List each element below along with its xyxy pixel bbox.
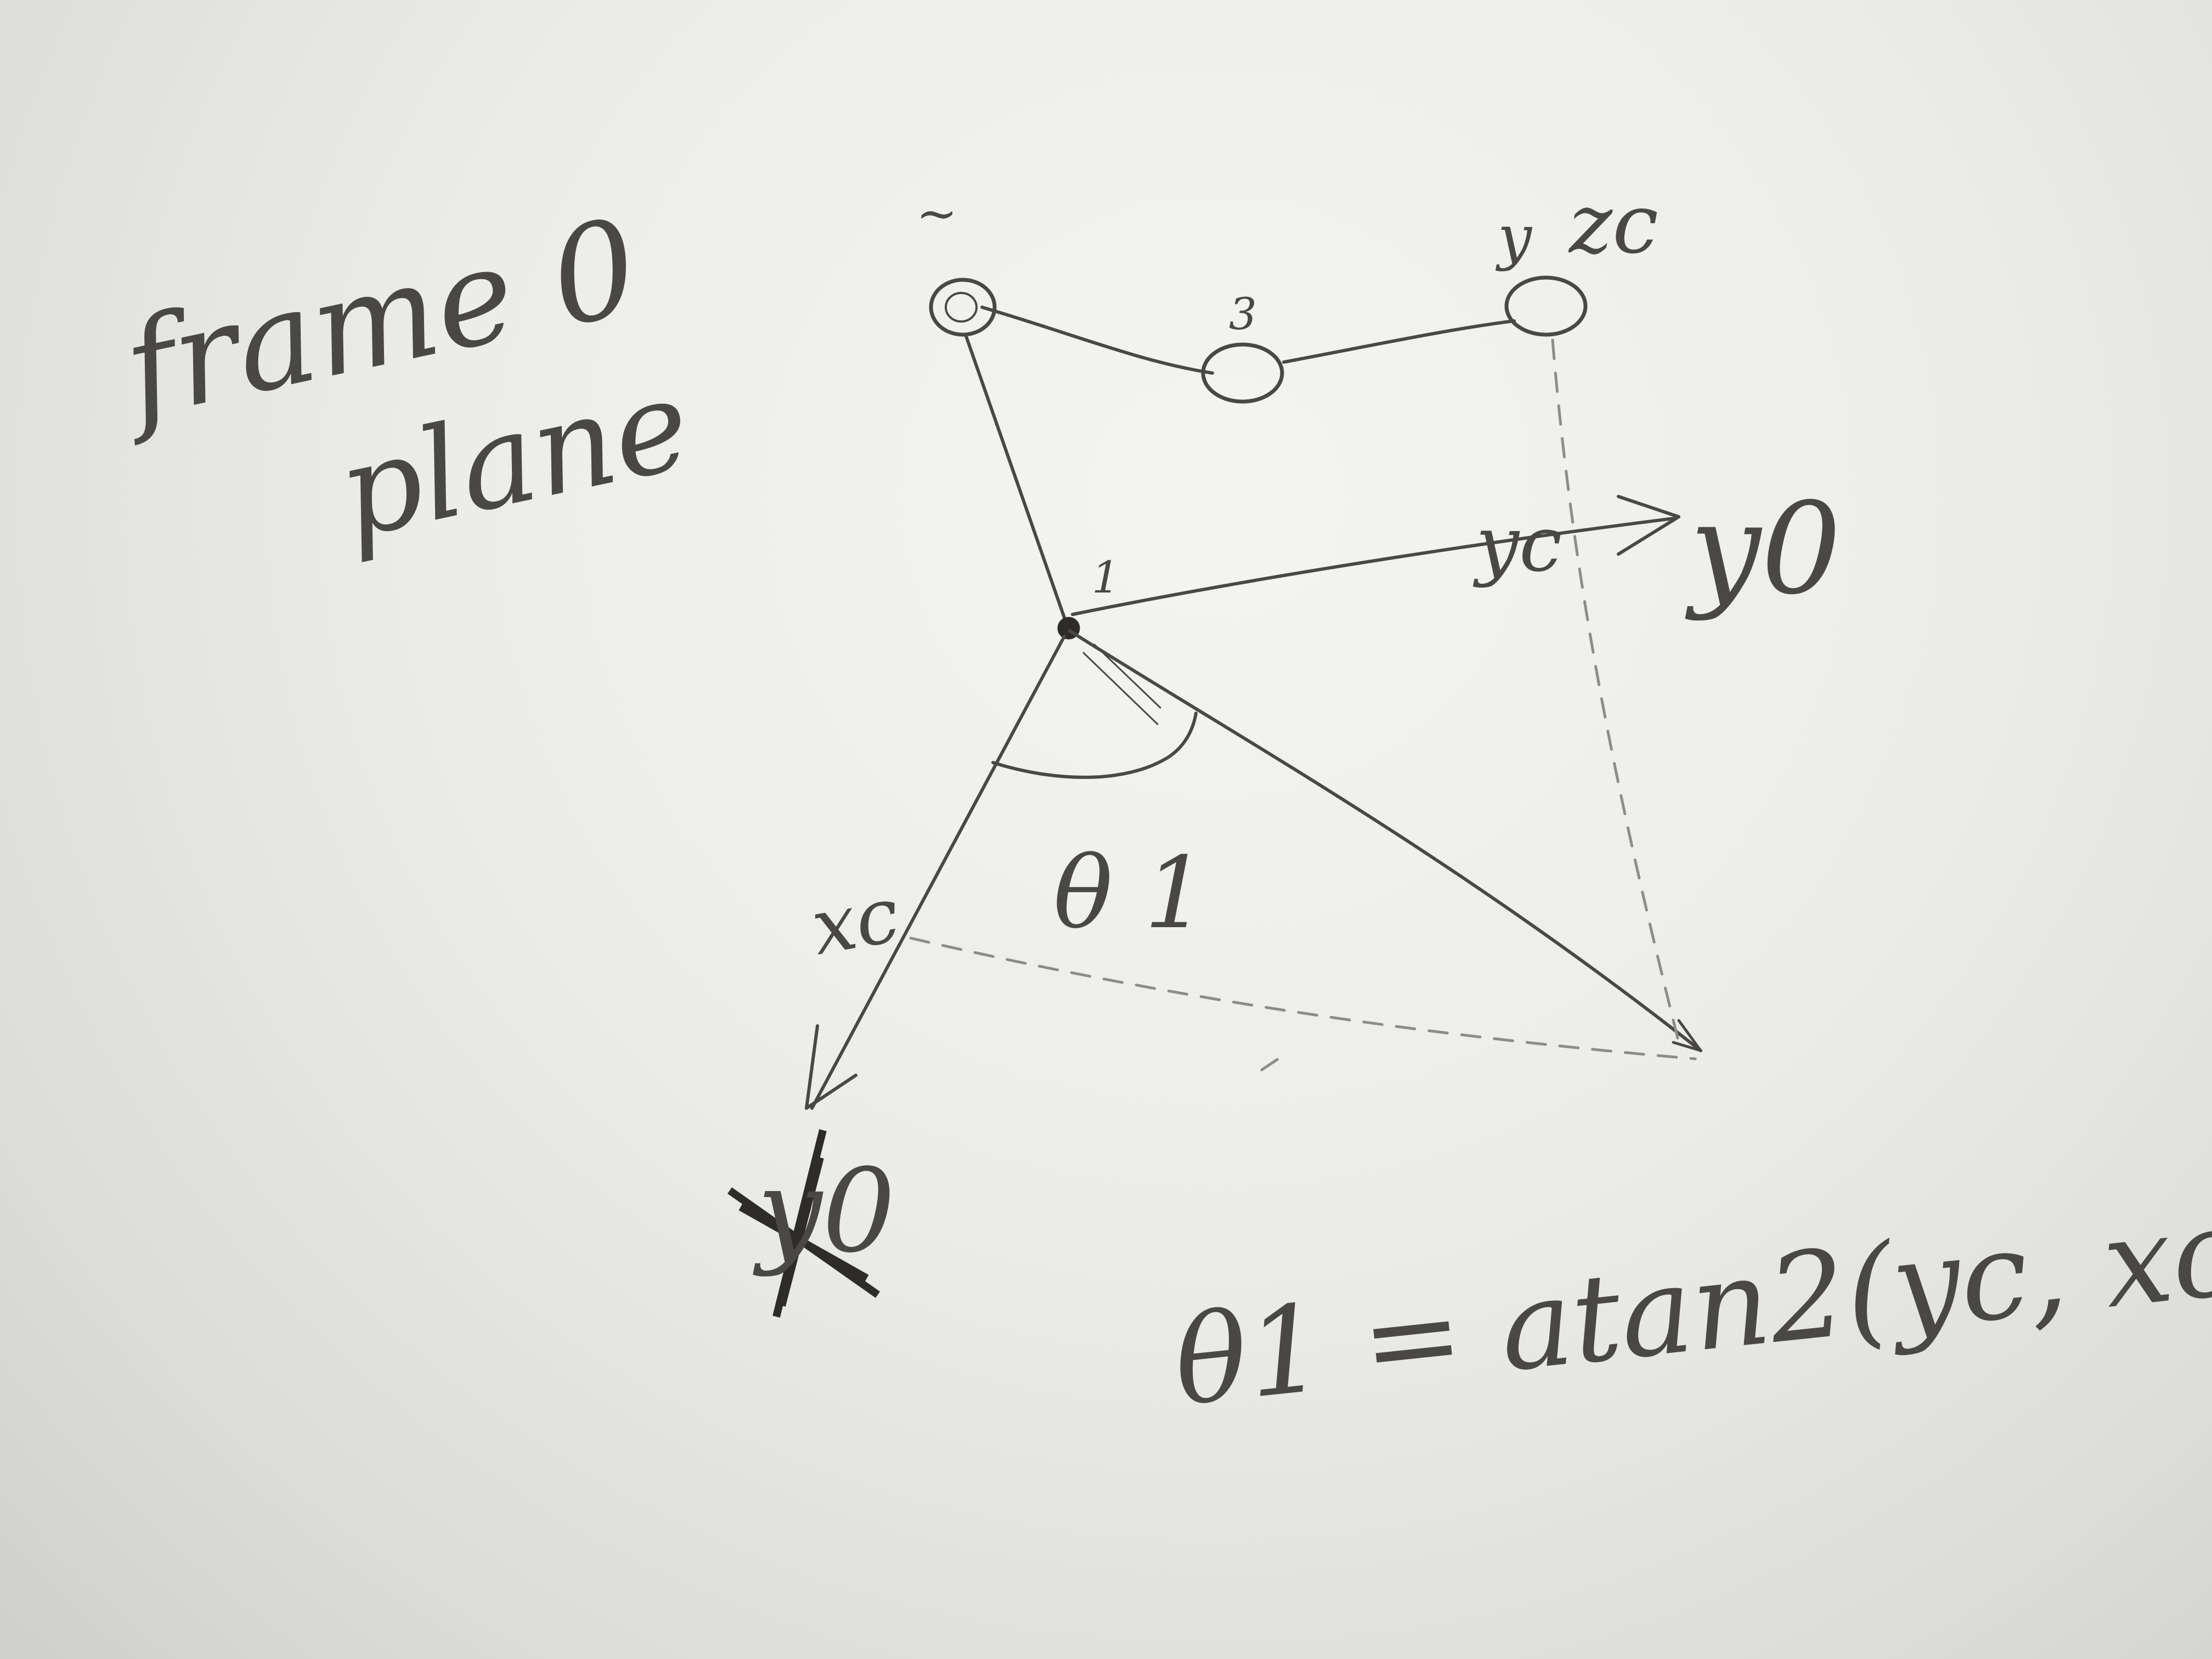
- y0-axis-label: y0: [1685, 476, 1841, 623]
- joint-4: [1504, 275, 1588, 337]
- joint-3: [1201, 342, 1284, 404]
- dashed-horizontal: [909, 936, 1697, 1060]
- joint-0-label: ~: [916, 185, 957, 242]
- xc-arrowhead: [805, 1024, 857, 1110]
- joint-0: [929, 278, 997, 337]
- equation: θ1 = atan2(yc, xc): [1168, 1176, 2212, 1432]
- link-3-4: [1282, 319, 1516, 364]
- xc-axis-label: xc: [805, 870, 906, 973]
- joint-4-y-label: y: [1495, 202, 1533, 272]
- xc-axis: [810, 635, 1066, 1110]
- yc-arrowhead: [1617, 495, 1680, 556]
- joint-4-zc-label: zc: [1568, 177, 1658, 272]
- projection-arrowhead: [1672, 1019, 1702, 1052]
- angle-arc: [991, 712, 1198, 779]
- dashed-vertical: [1551, 338, 1680, 1044]
- joint-1-label: 1: [1092, 552, 1120, 603]
- link-0-1: [964, 333, 1069, 627]
- cross-out-strokes: [727, 1129, 881, 1318]
- yc-axis-label: yc: [1472, 500, 1562, 589]
- x0-axis-label-crossed: y0: [753, 1144, 895, 1278]
- dashed-stub: [1260, 1057, 1280, 1071]
- joint-0-inner: [945, 292, 978, 323]
- link-0-3: [980, 306, 1214, 375]
- hatch-near-joint-1: [1082, 644, 1161, 725]
- projection-line: [1068, 629, 1702, 1052]
- yc-axis: [1071, 517, 1675, 616]
- joint-3-label: 3: [1229, 289, 1257, 340]
- angle-label: θ 1: [1053, 836, 1207, 951]
